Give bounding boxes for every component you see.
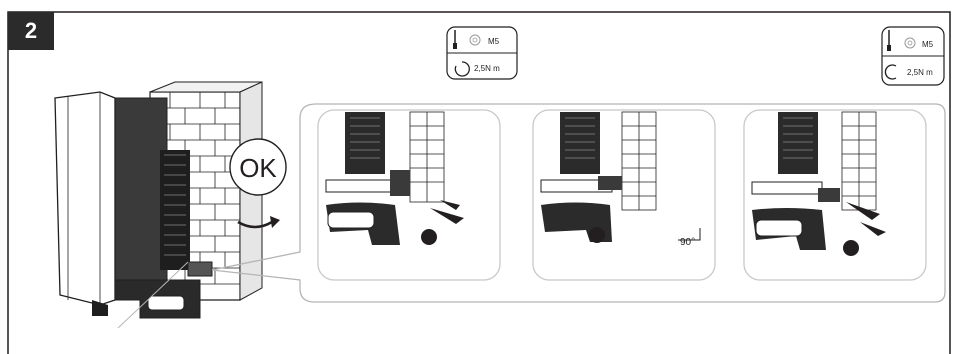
detail-panel-2 [533, 110, 715, 280]
inverter-on-wall-illustration [55, 82, 262, 328]
torque-panel-1-screw-size: M5 [488, 37, 500, 46]
mounting-bracket [112, 98, 167, 298]
torque-panel-2-screw-size: M5 [922, 40, 934, 49]
step-marker-3: ❸ [844, 239, 857, 257]
clamp-location [188, 262, 212, 276]
step-number-badge: 2 [8, 12, 54, 50]
step-marker-1: ❶ [422, 228, 435, 246]
ok-label: OK [239, 153, 277, 183]
step-marker-2: ❷ [590, 226, 603, 244]
torque-panel-1-torque: 2,5N m [474, 64, 500, 73]
detail-panel-1 [318, 110, 500, 280]
inverter-body [55, 92, 115, 305]
detail-panel-3 [744, 110, 926, 280]
angle-label: 90° [680, 237, 695, 248]
torque-panel-2-torque: 2,5N m [907, 68, 933, 77]
